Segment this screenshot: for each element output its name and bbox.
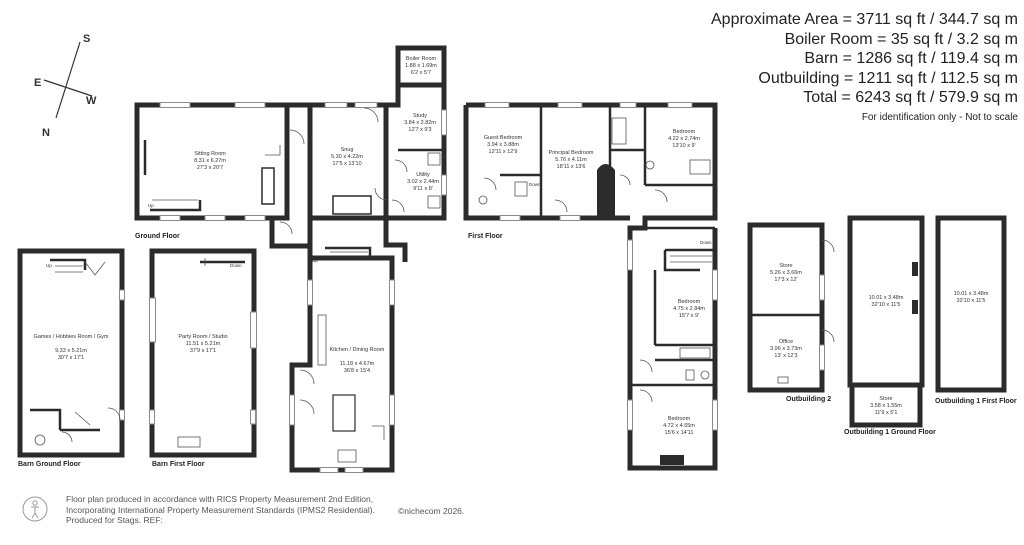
- room-sitting-m: 8.31 x 6.27m: [194, 158, 226, 164]
- outbuilding-1-first: Outbuilding 1 First Floor: [935, 215, 1017, 405]
- room-kitchen-m: 11.18 x 4.67m: [340, 361, 375, 367]
- outbuilding1-ground-label: Outbuilding 1 Ground Floor: [844, 429, 936, 436]
- svg-text:Down: Down: [700, 240, 712, 245]
- outbuilding-2: Outbuilding 2: [747, 222, 835, 403]
- room-office-m: 3.96 x 3.73m: [770, 346, 802, 352]
- room-o1store-name: Store: [879, 396, 892, 402]
- room-bed-s-ft: 15'6 x 14'11: [665, 430, 694, 436]
- room-party-ft: 37'9 x 17'1: [190, 348, 216, 354]
- approximate-area: Approximate Area = 3711 sq ft / 344.7 sq…: [711, 11, 1018, 28]
- room-kitchen-ft: 36'8 x 15'4: [344, 368, 370, 374]
- compass: S E W N: [34, 33, 97, 139]
- footer-line-1: Floor plan produced in accordance with R…: [66, 494, 374, 504]
- room-games-m: 9.33 x 5.21m: [55, 348, 87, 354]
- room-labels: Sitting Room 8.31 x 6.27m 27'3 x 20'7 Sn…: [34, 56, 989, 436]
- first-floor: Down Down First Floor: [463, 102, 718, 471]
- barn-ground-label: Barn Ground Floor: [18, 461, 81, 468]
- room-sitting-name: Sitting Room: [194, 151, 226, 157]
- room-sitting-ft: 27'3 x 20'7: [197, 165, 223, 171]
- room-study-name: Study: [413, 113, 427, 119]
- room-store-o2-name: Store: [779, 263, 792, 269]
- room-principal-m: 5.76 x 4.11m: [555, 157, 587, 163]
- room-o1g-ft: 32'10 x 11'5: [872, 302, 901, 308]
- room-boiler-m: 1.88 x 1.69m: [405, 63, 437, 69]
- room-bed-ne-m: 4.22 x 2.74m: [668, 136, 700, 142]
- total-area: Total = 6243 sq ft / 579.9 sq m: [803, 89, 1018, 106]
- room-snug-m: 5.30 x 4.22m: [331, 154, 363, 160]
- room-party-name: Party Room / Studio: [178, 334, 227, 340]
- room-games-ft: 30'7 x 17'1: [58, 355, 84, 361]
- room-bed-mid-m: 4.75 x 2.84m: [673, 306, 705, 312]
- first-floor-label: First Floor: [468, 233, 503, 240]
- svg-text:Down: Down: [529, 182, 541, 187]
- room-o1store-ft: 11'9 x 5'1: [875, 410, 898, 416]
- room-study-ft: 12'7 x 9'3: [408, 127, 431, 133]
- copyright-watermark: ©nichecom 2026.: [398, 506, 465, 516]
- room-snug-name: Snug: [341, 147, 354, 153]
- room-o1g-m: 10.01 x 3.48m: [869, 295, 904, 301]
- room-party-m: 11.51 x 5.21m: [186, 341, 221, 347]
- accessibility-person-icon: [22, 496, 48, 522]
- area-summary: Approximate Area = 3711 sq ft / 344.7 sq…: [711, 10, 1018, 108]
- room-utility-m: 3.02 x 2.44m: [407, 179, 439, 185]
- footer-line-3: Produced for Stags. REF:: [66, 515, 163, 525]
- room-games-name: Games / Hobbies Room / Gym: [34, 334, 109, 340]
- compass-n: N: [42, 127, 50, 139]
- room-boiler-name: Boiler Room: [406, 56, 437, 62]
- barn-area: Barn = 1286 sq ft / 119.4 sq m: [804, 50, 1018, 67]
- room-principal-ft: 18'11 x 13'6: [557, 164, 586, 170]
- compass-w: W: [86, 95, 97, 107]
- room-o1f-ft: 32'10 x 11'5: [957, 298, 986, 304]
- identification-note: For identification only - Not to scale: [861, 112, 1018, 123]
- room-bed-s-name: Bedroom: [668, 416, 691, 422]
- compass-e: E: [34, 77, 41, 89]
- svg-text:Down: Down: [230, 263, 242, 268]
- room-office-name: Office: [779, 339, 793, 345]
- room-store-o2-ft: 17'3 x 12': [774, 277, 797, 283]
- room-study-m: 3.84 x 2.82m: [404, 120, 436, 126]
- room-guest-m: 3.94 x 3.88m: [487, 142, 519, 148]
- room-guest-ft: 12'11 x 12'9: [489, 149, 518, 155]
- room-kitchen-name: Kitchen / Dining Room: [330, 347, 385, 353]
- room-principal-name: Principal Bedroom: [549, 150, 594, 156]
- outbuilding2-label: Outbuilding 2: [786, 396, 831, 403]
- barn-ground-floor: Up Barn Ground Floor: [17, 248, 125, 468]
- ground-floor: Up Up: [134, 45, 447, 473]
- room-utility-name: Utility: [416, 172, 430, 178]
- room-bed-mid-name: Bedroom: [678, 299, 701, 305]
- room-bed-mid-ft: 15'7 x 9': [679, 313, 699, 319]
- room-o1store-m: 3.58 x 1.55m: [870, 403, 902, 409]
- footer-disclaimer: Floor plan produced in accordance with R…: [66, 494, 375, 526]
- room-utility-ft: 9'11 x 8': [413, 186, 433, 192]
- footer-line-2: Incorporating International Property Mea…: [66, 504, 375, 515]
- svg-text:Up: Up: [148, 203, 154, 208]
- room-bed-ne-ft: 13'10 x 9': [672, 143, 695, 149]
- outbuilding1-first-label: Outbuilding 1 First Floor: [935, 398, 1017, 405]
- barn-first-floor: Down Barn First Floor: [149, 248, 257, 468]
- room-boiler-ft: 6'2 x 5'7: [411, 70, 431, 76]
- outbuilding-area: Outbuilding = 1211 sq ft / 112.5 sq m: [758, 69, 1018, 87]
- boiler-room-area: Boiler Room = 35 sq ft / 3.2 sq m: [784, 30, 1018, 48]
- room-office-ft: 13' x 12'3: [774, 353, 797, 359]
- room-store-o2-m: 5.26 x 3.66m: [770, 270, 802, 276]
- room-bed-s-m: 4.72 x 4.55m: [663, 423, 695, 429]
- outbuilding-1-ground: Outbuilding 1 Ground Floor: [844, 215, 936, 436]
- room-snug-ft: 17'5 x 13'10: [332, 161, 361, 167]
- barn-first-label: Barn First Floor: [152, 461, 205, 468]
- room-o1f-m: 10.01 x 3.48m: [954, 291, 989, 297]
- compass-s: S: [83, 33, 90, 45]
- room-guest-name: Guest Bedroom: [484, 135, 523, 141]
- ground-floor-label: Ground Floor: [135, 233, 180, 240]
- room-bed-ne-name: Bedroom: [673, 129, 696, 135]
- svg-text:Up: Up: [46, 263, 52, 268]
